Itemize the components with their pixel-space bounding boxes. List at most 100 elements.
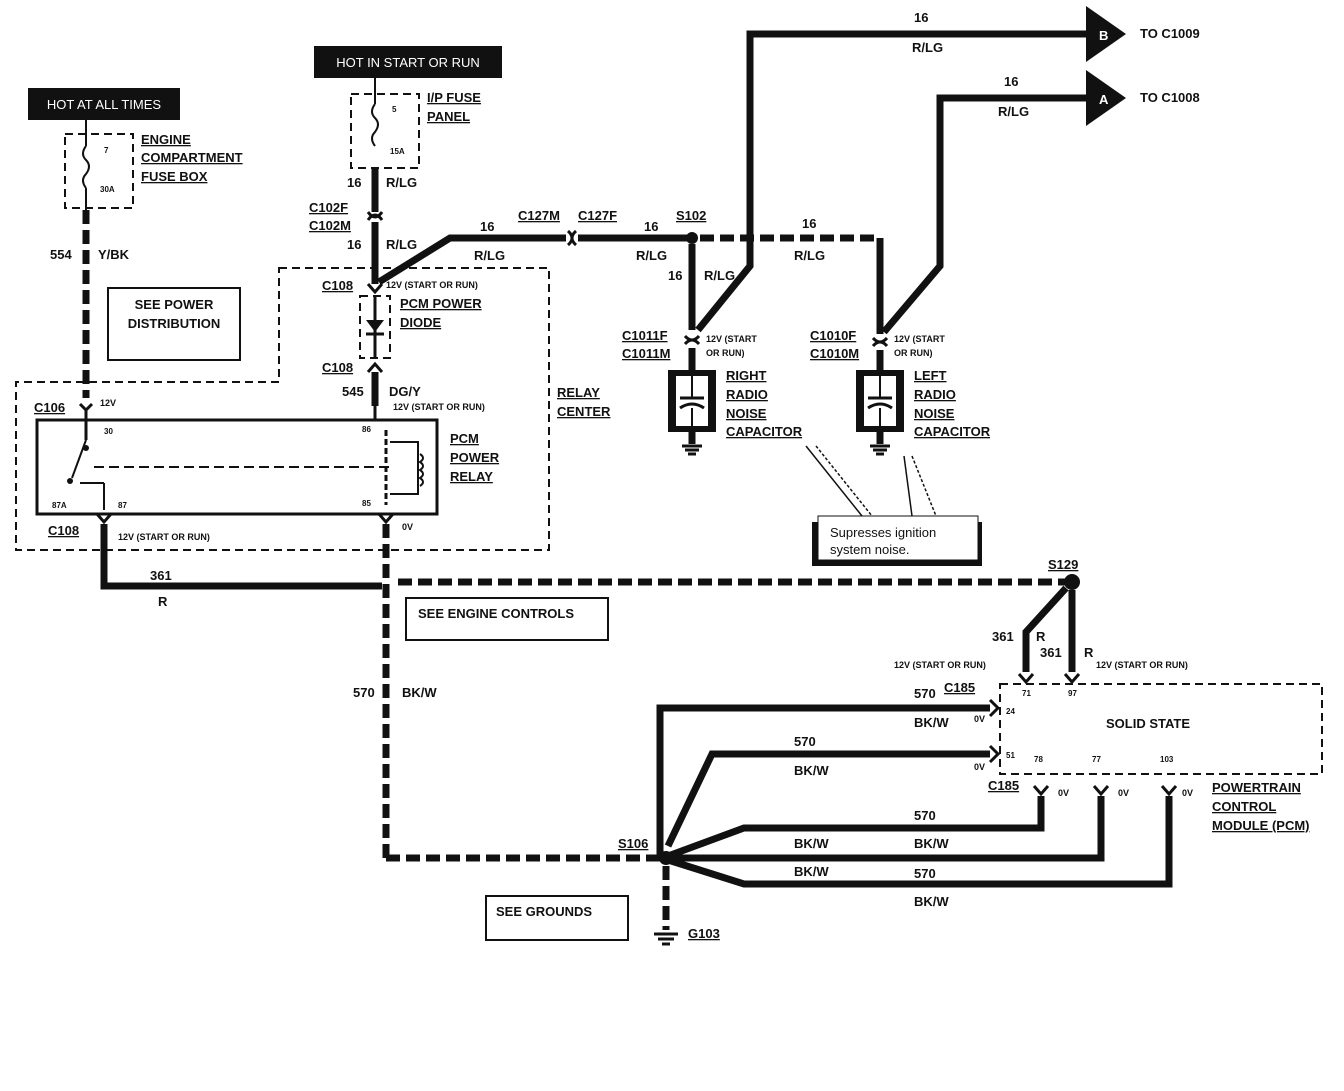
pin97-wire-number: 361 — [1040, 645, 1062, 660]
relay-center-label-1: RELAY — [557, 385, 600, 400]
pcm-power-relay-label-3: RELAY — [450, 469, 493, 484]
left-radio-cap-label-4: CAPACITOR — [914, 424, 991, 439]
c1010-voltage-1: 12V (START — [894, 334, 945, 344]
pin-51: 51 — [1006, 751, 1015, 760]
bus-gauge-2: 16 — [644, 219, 658, 234]
ip-feed-gauge-2: 16 — [347, 237, 361, 252]
b-gauge: 16 — [914, 10, 928, 25]
pin-77: 77 — [1092, 755, 1101, 764]
pin71-wire-number: 361 — [992, 629, 1014, 644]
connector-a-arrow — [1086, 70, 1126, 126]
ip-fuse-symbol — [371, 103, 379, 147]
wire-570-pin103 — [666, 796, 1173, 888]
c1011-voltage-2: OR RUN) — [706, 348, 745, 358]
engine-fuse-box-outline — [64, 133, 134, 209]
diode-icon — [366, 320, 384, 332]
connector-c1010f: C1010F — [810, 328, 856, 343]
pin-71: 71 — [1022, 689, 1031, 698]
engine-fuse-amperage: 30A — [100, 185, 115, 194]
pcm-power-diode-label-2: DIODE — [400, 315, 442, 330]
hot-at-all-times-text: HOT AT ALL TIMES — [47, 97, 161, 112]
note-line-1: Supresses ignition — [830, 525, 936, 540]
engine-fuse-box-label-2: COMPARTMENT — [141, 150, 243, 165]
c106-voltage: 12V — [100, 398, 116, 408]
pin97-wire-color: R — [1084, 645, 1094, 660]
right-cap-color: R/LG — [704, 268, 735, 283]
see-engine-controls-text: SEE ENGINE CONTROLS — [418, 606, 574, 621]
pin71-voltage: 12V (START OR RUN) — [894, 660, 986, 670]
wire-554-number: 554 — [50, 247, 72, 262]
pin77-wire-color: BK/W — [914, 836, 949, 851]
pin78-wire-color: BK/W — [794, 836, 829, 851]
see-engine-controls-box — [405, 597, 609, 641]
bus-color-2: R/LG — [636, 248, 667, 263]
wire-16-to-a — [881, 94, 1088, 335]
pcm-power-diode-label-1: PCM POWER — [400, 296, 482, 311]
b-color: R/LG — [912, 40, 943, 55]
connector-c1011m: C1011M — [622, 346, 670, 361]
pcm-label-3: MODULE (PCM) — [1212, 818, 1310, 833]
connector-s106: S106 — [618, 836, 648, 851]
connector-c108-bottom: C108 — [48, 523, 79, 538]
ip-fuse-number: 5 — [392, 105, 397, 114]
wire-554-color: Y/BK — [98, 247, 130, 262]
wire-545-color: DG/Y — [389, 384, 421, 399]
ip-feed-gauge: 16 — [347, 175, 361, 190]
connector-s102: S102 — [676, 208, 706, 223]
wire-570-pin77 — [668, 796, 1105, 862]
ip-feed-color: R/LG — [386, 175, 417, 190]
wire-361-to-pin71 — [1022, 585, 1069, 672]
note-pointer-right — [805, 445, 863, 517]
left-radio-cap-label-3: NOISE — [914, 406, 955, 421]
c1010-voltage-2: OR RUN) — [894, 348, 933, 358]
hot-in-start-or-run-badge — [314, 46, 502, 78]
relay-switch-arm — [71, 439, 87, 479]
pcm-power-relay-label-1: PCM — [450, 431, 479, 446]
to-c1009-text: TO C1009 — [1140, 26, 1200, 41]
right-radio-cap-label-1: RIGHT — [726, 368, 767, 383]
engine-fuse-number: 7 — [104, 146, 109, 155]
connector-c102f: C102F — [309, 200, 348, 215]
pin78-wire-extra: BK/W — [794, 864, 829, 879]
wire-361-number: 361 — [150, 568, 172, 583]
right-radio-cap-label-3: NOISE — [726, 406, 767, 421]
wire-570-number: 570 — [353, 685, 375, 700]
solid-state-text: SOLID STATE — [1106, 716, 1190, 731]
pin-87a: 87A — [52, 501, 67, 510]
to-c1008-text: TO C1008 — [1140, 90, 1200, 105]
wire-16-to-b — [695, 30, 1088, 333]
wire-570-pin78 — [666, 796, 1045, 860]
pin-103: 103 — [1160, 755, 1174, 764]
pin51-voltage: 0V — [974, 762, 985, 772]
pin-86: 86 — [362, 425, 371, 434]
connector-c106-top: C106 — [34, 400, 65, 415]
ip-fuse-panel-label-1: I/P FUSE — [427, 90, 481, 105]
pcm-label-1: POWERTRAIN — [1212, 780, 1301, 795]
c1011-voltage-1: 12V (START — [706, 334, 757, 344]
connector-s129: S129 — [1048, 557, 1078, 572]
hot-in-start-or-run-text: HOT IN START OR RUN — [336, 55, 480, 70]
right-cap-gauge: 16 — [668, 268, 682, 283]
splice-s106 — [659, 851, 673, 865]
wire-570-pin24 — [656, 704, 990, 858]
wire-570-pin51 — [664, 750, 990, 848]
engine-fuse-box-label-1: ENGINE — [141, 132, 191, 147]
hot-at-all-times-badge — [28, 88, 180, 120]
right-radio-cap-label-2: RADIO — [726, 387, 768, 402]
bus-gauge-3: 16 — [802, 216, 816, 231]
pin24-wire-color: BK/W — [914, 715, 949, 730]
bus-gauge-1: 16 — [480, 219, 494, 234]
pin-30: 30 — [104, 427, 113, 436]
connector-c108-top: C108 — [322, 278, 353, 293]
pin103-wire-number: 570 — [914, 866, 936, 881]
pin78-wire-number: 570 — [914, 808, 936, 823]
pin51-wire-number: 570 — [794, 734, 816, 749]
relay-coil-icon — [390, 441, 419, 495]
pcm-label-2: CONTROL — [1212, 799, 1276, 814]
pin51-wire-color: BK/W — [794, 763, 829, 778]
left-cap-ground-icon — [870, 444, 890, 456]
wire-570-color: BK/W — [402, 685, 437, 700]
c108-top-voltage: 12V (START OR RUN) — [386, 280, 478, 290]
left-radio-cap-label-2: RADIO — [914, 387, 956, 402]
